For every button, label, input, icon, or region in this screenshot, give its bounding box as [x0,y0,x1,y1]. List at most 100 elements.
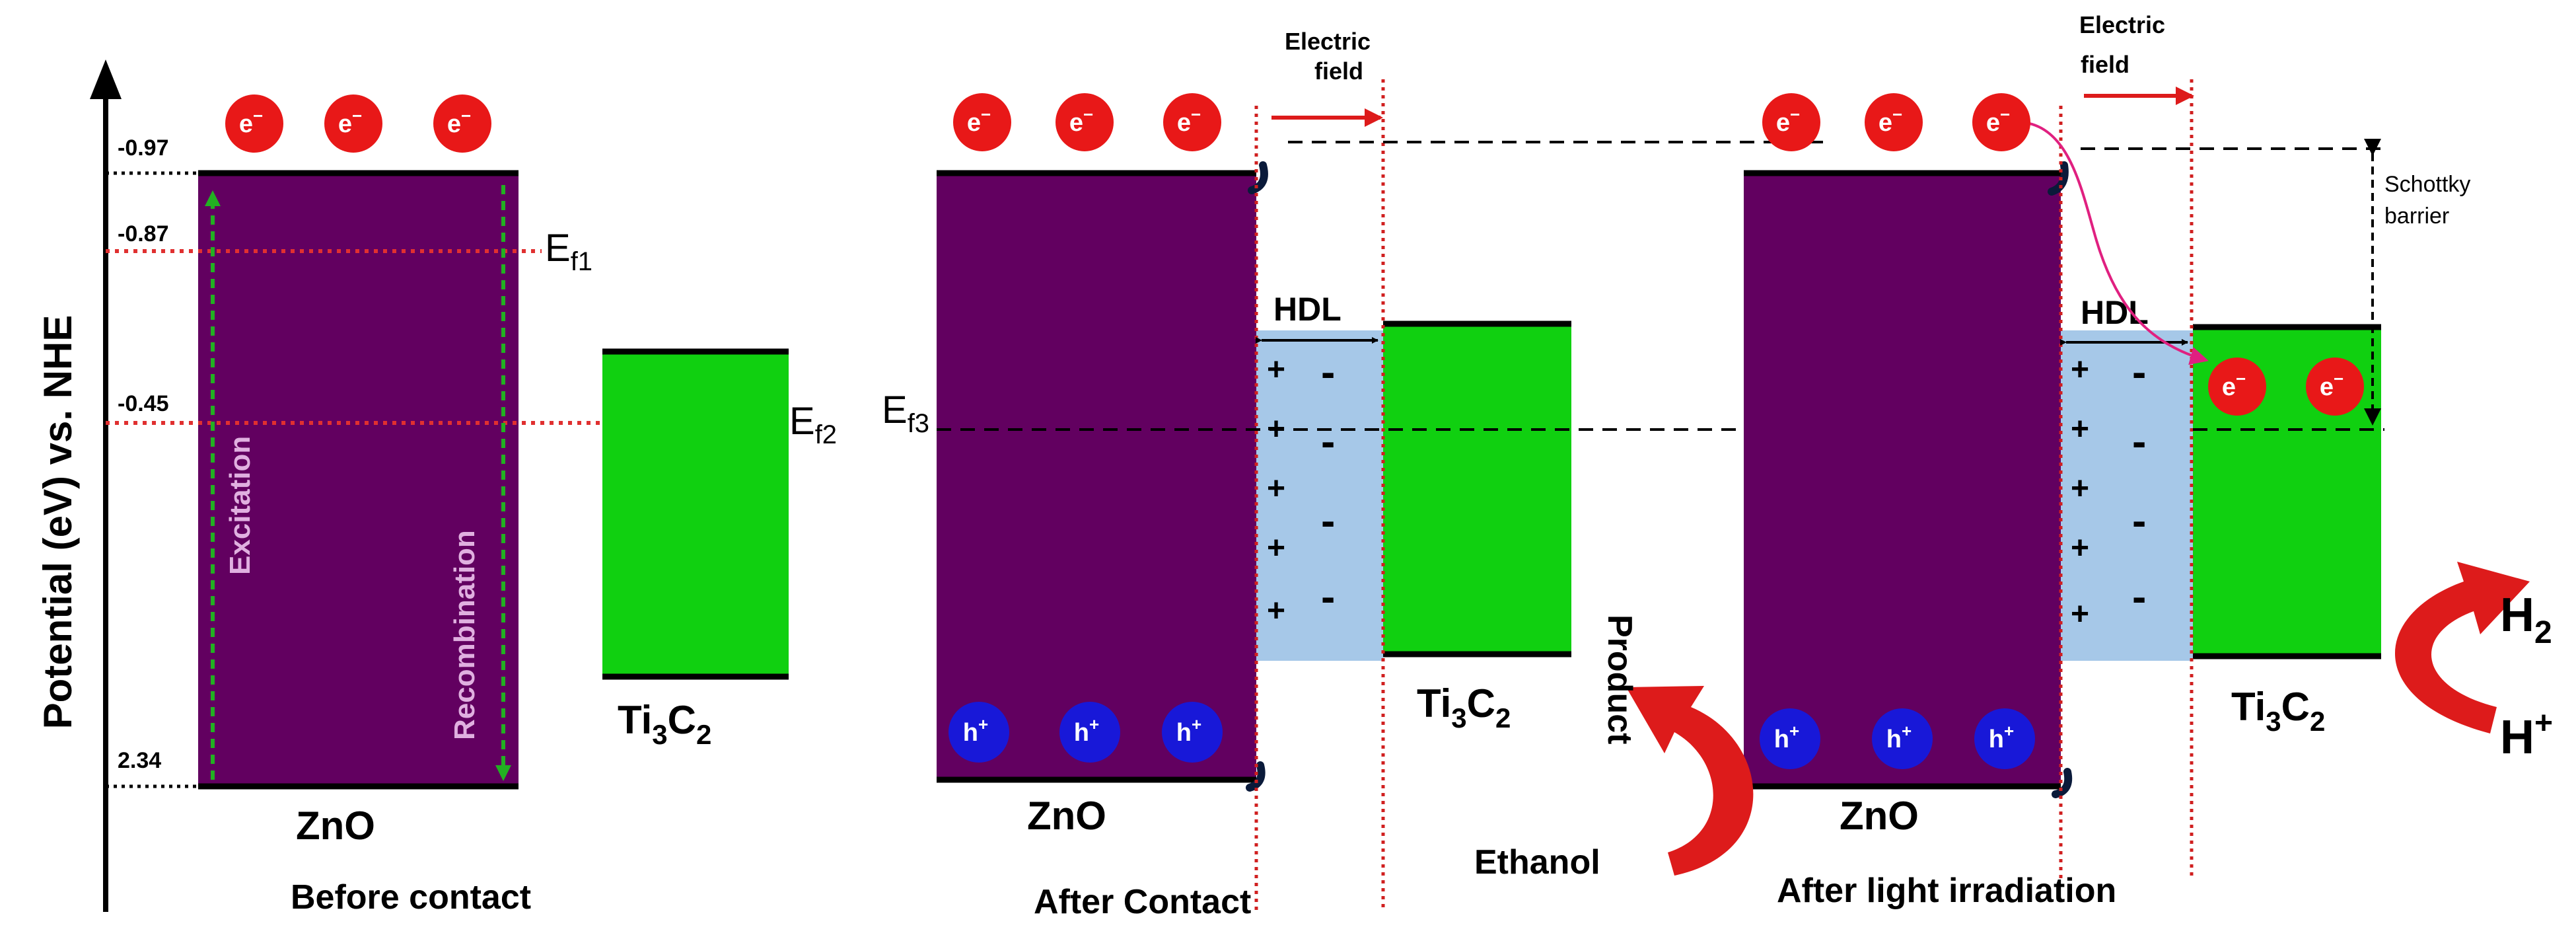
electron-2b: e− [1055,93,1114,151]
product-label: Product [1600,615,1639,744]
svg-text:+: + [1267,412,1285,447]
svg-text:+: + [1267,471,1285,506]
hdl-region-2 [1256,330,1383,661]
charges-2: + + + + + - - - - [1267,348,1335,628]
svg-text:+: + [2071,412,2089,447]
svg-text:e−: e− [1069,104,1093,137]
svg-text:e−: e− [1776,104,1800,137]
svg-text:h+: h+ [1074,714,1099,747]
field-label-3b: field [2081,51,2129,78]
svg-text:e−: e− [239,106,263,138]
caption-after-contact: After Contact [1034,883,1251,921]
electron-1b: e− [324,94,382,153]
hole-2b: h+ [1059,702,1120,763]
electron-3a: e− [1762,93,1820,151]
zno-label-3: ZnO [1840,794,1919,838]
charges-3: + + + + + - - - - [2071,348,2146,632]
svg-text:h+: h+ [963,714,988,747]
ef1-label: Ef1 [545,227,592,276]
caption-after-irradiation: After light irradiation [1777,872,2116,910]
ef2-label: Ef2 [789,400,837,449]
hole-3a: h+ [1760,708,1820,769]
band-bend-bottom-2 [1246,761,1266,792]
svg-text:+: + [1267,593,1285,628]
ethanol-label: Ethanol [1474,843,1600,882]
electron-2c: e− [1163,93,1221,151]
level-label-vb: 2.34 [118,748,161,773]
svg-text:+: + [2071,352,2089,387]
svg-text:+: + [2071,531,2089,566]
svg-text:e−: e− [967,104,991,137]
svg-text:-: - [1321,418,1335,465]
band-bend-top-2 [1248,161,1268,194]
svg-text:-: - [2132,497,2146,545]
svg-text:h+: h+ [1774,721,1799,753]
hole-3b: h+ [1872,708,1933,769]
zno-band-3 [1744,173,2061,786]
field-label-2b: field [1314,57,1363,85]
h2-label: H2 [2500,589,2552,650]
ti3c2-label-1: Ti3C2 [618,698,711,750]
svg-text:-: - [2132,348,2146,396]
svg-text:h+: h+ [1176,714,1201,747]
level-label-cb: -0.97 [118,135,169,161]
svg-text:h+: h+ [1886,721,1912,753]
svg-text:e−: e− [447,106,471,138]
hdl-label-2: HDL [1273,291,1342,328]
electron-3b: e− [1865,93,1923,151]
axis-label: Potential (eV) vs. NHE [36,315,80,730]
svg-text:+: + [2071,471,2089,506]
electron-1a: e− [225,94,283,153]
svg-text:-: - [1321,573,1335,620]
zno-band-1 [198,173,519,786]
svg-text:e−: e− [1878,104,1902,137]
zno-label-2: ZnO [1027,794,1106,838]
zno-label-1: ZnO [296,804,375,848]
svg-text:+: + [1267,352,1285,387]
band-bend-top-3 [2048,161,2069,196]
svg-text:e−: e− [1986,104,2010,137]
recombination-label: Recombination [448,530,481,740]
level-label-ef1: -0.87 [118,221,169,246]
svg-text:e−: e− [338,106,362,138]
reduction-curved-arrow [2394,562,2530,733]
electron-1c: e− [433,94,491,153]
svg-text:e−: e− [1177,104,1201,137]
ti3c2-label-2: Ti3C2 [1417,681,1511,733]
caption-before-contact: Before contact [291,878,531,917]
hole-2a: h+ [948,702,1009,763]
svg-text:-: - [1321,497,1335,545]
hole-3c: h+ [1974,708,2035,769]
hdl-region-3 [2061,330,2193,661]
svg-text:e−: e− [2222,369,2246,401]
svg-text:h+: h+ [1989,721,2014,753]
svg-text:+: + [1267,531,1285,566]
hplus-label: H+ [2500,706,2553,764]
ef3-label: Ef3 [882,389,929,438]
axis-arrowhead [90,59,122,99]
electron-3c: e− [1972,93,2030,151]
hdl-label-3: HDL [2081,294,2149,331]
svg-text:e−: e− [2320,369,2343,401]
oxidation-curved-arrow [1626,686,1754,876]
svg-text:+: + [2071,597,2089,632]
zno-band-2 [937,173,1256,780]
ti3c2-band-1 [602,352,789,677]
ti3c2-band-2 [1383,324,1571,654]
svg-text:-: - [1321,348,1335,396]
electron-3e: e− [2306,357,2364,416]
band-bend-bottom-3 [2052,768,2073,798]
electron-2a: e− [953,93,1011,151]
excitation-label: Excitation [224,436,256,575]
schottky-label-a: Schottky [2384,172,2470,197]
electron-transfer-arrow [2021,121,2209,365]
field-label-3a: Electric [2079,11,2165,38]
schottky-label-b: barrier [2384,204,2449,229]
svg-text:-: - [2132,573,2146,620]
svg-text:-: - [2132,418,2146,465]
electron-3d: e− [2208,357,2266,416]
hole-2c: h+ [1162,702,1223,763]
level-label-ef2: -0.45 [118,391,169,416]
ti3c2-label-3: Ti3C2 [2231,685,2325,737]
